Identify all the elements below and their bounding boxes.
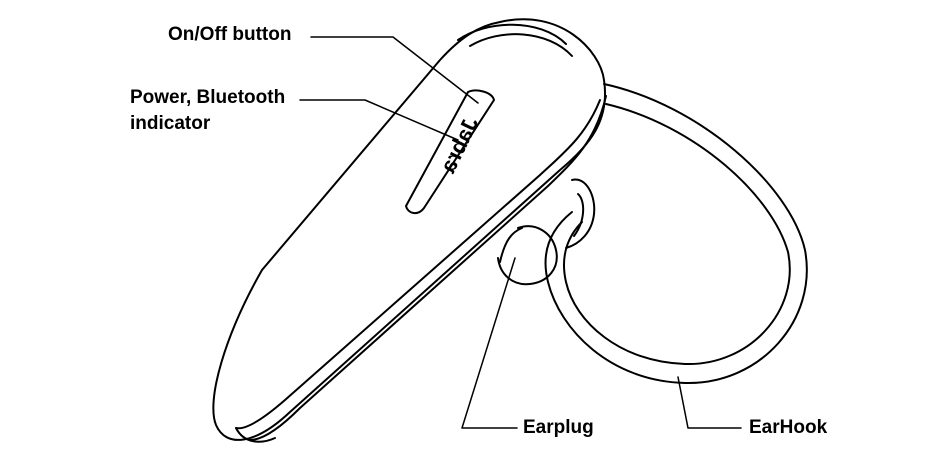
jabra-logo: Jabra bbox=[435, 113, 484, 177]
leader-onoff bbox=[310, 36, 479, 104]
label-power-line1: Power, Bluetooth bbox=[130, 87, 286, 108]
label-on-off-button: On/Off button bbox=[168, 24, 292, 45]
label-power-bluetooth-indicator: Power, Bluetooth indicator bbox=[130, 85, 285, 137]
label-earhook: EarHook bbox=[749, 417, 828, 438]
leader-earhook bbox=[677, 376, 742, 429]
label-earplug: Earplug bbox=[523, 417, 594, 438]
leader-earplug bbox=[461, 257, 518, 429]
earplug-shape bbox=[497, 178, 596, 286]
leader-power bbox=[299, 99, 459, 141]
label-power-line2: indicator bbox=[130, 113, 211, 134]
headset-body bbox=[212, 18, 607, 443]
earhook-loop bbox=[544, 83, 808, 385]
leader-lines bbox=[299, 36, 742, 429]
